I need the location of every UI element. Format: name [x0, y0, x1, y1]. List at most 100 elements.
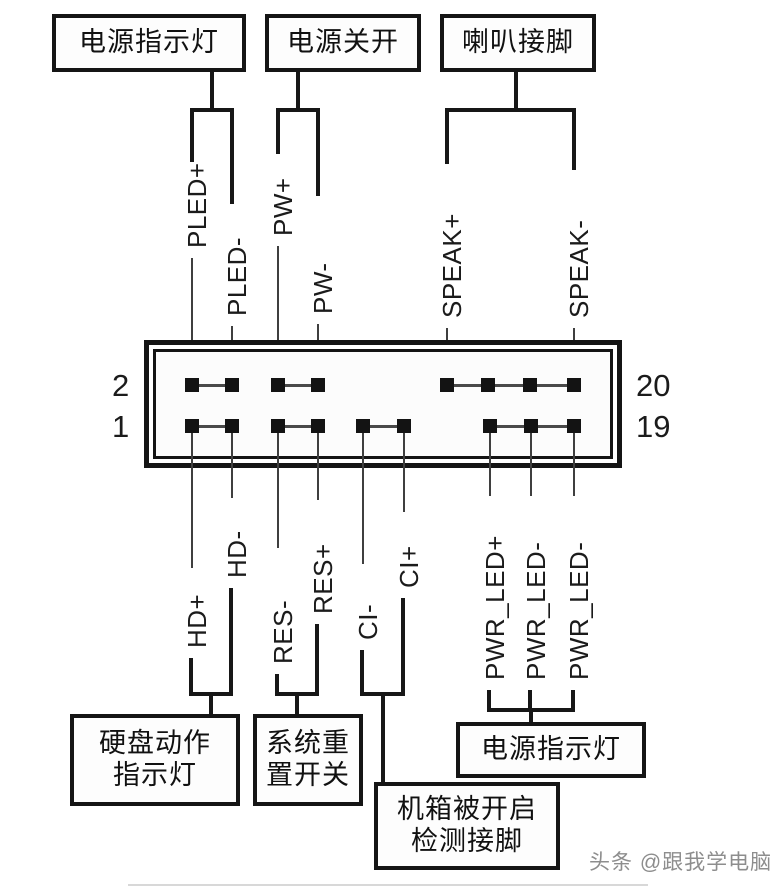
pin-name-res-plus: RES+	[308, 543, 338, 614]
label-line: 检测接脚	[411, 826, 523, 856]
label-box-reset-switch: 系统重 置开关	[253, 714, 363, 806]
label-line: 喇叭接脚	[462, 27, 574, 58]
pin-link-top-1	[198, 384, 232, 387]
wire-branch-pwrled-3	[571, 690, 575, 712]
pin-link-bottom-4	[496, 425, 581, 428]
pin-name-pwr-led-plus: PWR_LED+	[480, 535, 510, 680]
wire-out-pwrled-2	[530, 433, 532, 468]
connector-inner-border	[153, 349, 613, 459]
label-line: 置开关	[266, 760, 350, 790]
wire-branch-res-plus	[315, 624, 319, 694]
pin-name-ci-plus: CI+	[394, 545, 424, 588]
wire-branch-pw-minus	[316, 108, 320, 196]
wire-out-ci-minus	[362, 433, 364, 468]
row-number-top-left: 2	[112, 368, 130, 403]
connector-pin	[524, 419, 538, 433]
connector-pin	[483, 419, 497, 433]
wire-stub-pwrled-1	[489, 468, 491, 496]
label-box-power-led-top: 电源指示灯	[52, 14, 246, 72]
row-number-top-right: 20	[636, 368, 671, 403]
wire-stub-pwrled-3	[573, 468, 575, 496]
label-box-power-led-bottom: 电源指示灯	[456, 722, 646, 778]
wire-bracket-power-led	[190, 108, 234, 112]
wire-branch-ci-plus	[401, 598, 405, 694]
wire-stub-res-minus	[277, 468, 279, 548]
wire-out-hd-plus	[191, 433, 193, 468]
wire-branch-pwrled-2	[528, 690, 532, 712]
wire-stub-hd-minus	[231, 468, 233, 498]
pin-name-pwr-led-minus-1: PWR_LED-	[521, 541, 551, 680]
pin-name-hd-minus: HD-	[222, 530, 252, 578]
connector-pin	[311, 419, 325, 433]
label-line: 机箱被开启	[397, 794, 537, 825]
label-box-power-switch: 电源关开	[265, 14, 421, 72]
wire-drop-power-led	[210, 72, 214, 110]
wire-branch-hd-plus	[189, 658, 193, 694]
wire-stub-pw-plus	[277, 246, 279, 344]
connector-pin	[567, 378, 581, 392]
connector-pin	[271, 419, 285, 433]
pin-link-bottom-3	[369, 425, 403, 428]
label-line: 电源指示灯	[481, 734, 621, 765]
label-line: 系统重	[266, 728, 350, 759]
wire-stub-speak-minus	[573, 328, 575, 344]
wire-stub-pw-minus	[317, 324, 319, 344]
wire-drop-power-switch	[296, 72, 300, 110]
connector-pin	[356, 419, 370, 433]
wire-out-res-minus	[277, 433, 279, 468]
wire-branch-pw-plus	[276, 108, 280, 154]
pin-name-speak-minus: SPEAK-	[564, 219, 594, 318]
connector-pin	[271, 378, 285, 392]
pin-name-pw-minus: PW-	[308, 262, 338, 314]
connector-pin	[523, 378, 537, 392]
wire-drop-speaker	[514, 72, 518, 110]
label-line: 电源关开	[287, 27, 399, 58]
label-line: 电源指示灯	[79, 27, 219, 58]
wire-stub-res-plus	[317, 468, 319, 500]
label-box-chassis-intrusion: 机箱被开启 检测接脚	[374, 782, 560, 870]
wire-stub-ci-plus	[403, 468, 405, 512]
connector-pin	[185, 419, 199, 433]
connector-pin	[225, 378, 239, 392]
wire-branch-speak-plus	[445, 108, 449, 164]
connector-pin	[311, 378, 325, 392]
row-number-bottom-left: 1	[112, 409, 130, 444]
wire-drop-reset	[295, 692, 299, 716]
wire-branch-pled-minus	[230, 108, 234, 204]
wire-branch-speak-minus	[572, 108, 576, 170]
footer-divider	[128, 884, 648, 886]
wire-branch-hd-minus	[229, 588, 233, 694]
label-box-hdd-led: 硬盘动作 指示灯	[70, 714, 240, 806]
wire-branch-pwrled-1	[487, 690, 491, 712]
pin-link-bottom-1	[198, 425, 232, 428]
wire-bracket-speaker	[445, 108, 576, 112]
wire-branch-res-minus	[275, 674, 279, 694]
wire-drop-hdd-led	[209, 692, 213, 716]
pin-name-res-minus: RES-	[268, 599, 298, 664]
pin-link-top-2	[284, 384, 318, 387]
label-line: 指示灯	[113, 760, 197, 790]
wire-stub-hd-plus	[191, 468, 193, 568]
pin-name-hd-plus: HD+	[182, 593, 212, 648]
wire-branch-ci-minus	[360, 650, 364, 694]
connector-pin	[481, 378, 495, 392]
pin-link-bottom-2	[284, 425, 318, 428]
wire-drop-power-led-bottom	[529, 708, 533, 724]
row-number-bottom-right: 19	[636, 409, 671, 444]
watermark: 头条 @跟我学电脑	[589, 851, 772, 874]
wire-out-pwrled-3	[573, 433, 575, 468]
connector-pin	[440, 378, 454, 392]
wire-bracket-power-switch	[276, 108, 320, 112]
connector-pin	[567, 419, 581, 433]
wire-out-ci-plus	[403, 433, 405, 468]
wire-out-pwrled-1	[489, 433, 491, 468]
connector-pin	[225, 419, 239, 433]
connector-pin	[397, 419, 411, 433]
wire-stub-pwrled-2	[530, 468, 532, 496]
wire-drop-chassis	[381, 692, 385, 782]
wire-out-hd-minus	[231, 433, 233, 468]
wire-stub-pled-plus	[191, 258, 193, 344]
wire-stub-speak-plus	[446, 328, 448, 344]
pin-link-top-3	[453, 384, 581, 387]
